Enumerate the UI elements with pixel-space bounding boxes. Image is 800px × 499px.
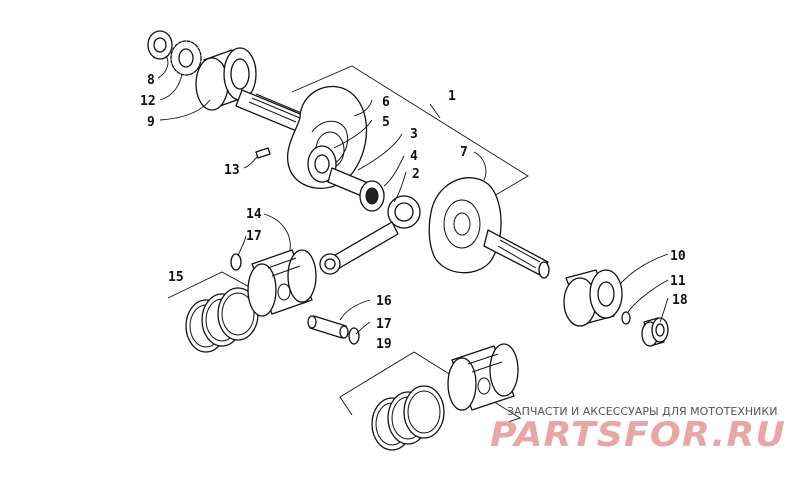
part-9-bearing bbox=[195, 47, 257, 111]
part-6-crank-web bbox=[286, 85, 368, 189]
part-13-pin bbox=[255, 147, 271, 159]
callout-8: 8 bbox=[147, 73, 155, 88]
part-19-piston-kit bbox=[371, 343, 519, 451]
callout-3: 3 bbox=[410, 127, 418, 142]
leader-lines bbox=[157, 55, 669, 335]
callout-4: 4 bbox=[410, 149, 418, 164]
callout-9: 9 bbox=[147, 115, 155, 130]
callout-1: 1 bbox=[448, 89, 456, 104]
part-4-connecting-rod bbox=[319, 195, 421, 275]
bracket-1 bbox=[291, 65, 529, 211]
callout-5: 5 bbox=[382, 115, 390, 130]
callout-2: 2 bbox=[412, 167, 420, 182]
part-8-bearing bbox=[147, 30, 173, 60]
part-10-bearing bbox=[563, 269, 623, 327]
part-5-washer bbox=[307, 145, 337, 183]
callout-17-bottom: 17 bbox=[376, 317, 392, 332]
callout-14: 14 bbox=[246, 207, 262, 222]
callout-6: 6 bbox=[382, 95, 390, 110]
callout-10: 10 bbox=[670, 249, 686, 264]
watermark-banner: ЗАПЧАСТИ И АКСЕССУАРЫ ДЛЯ МОТОТЕХНИКИ bbox=[507, 405, 777, 418]
callout-7: 7 bbox=[460, 145, 468, 160]
callout-13: 13 bbox=[224, 163, 240, 178]
part-17-circlip-top bbox=[230, 253, 242, 271]
part-7-crank-web-right bbox=[428, 177, 550, 279]
crankshaft-left-shaft bbox=[235, 89, 311, 135]
callout-17-top: 17 bbox=[246, 229, 262, 244]
part-14-piston bbox=[247, 249, 317, 317]
callout-18: 18 bbox=[672, 293, 688, 308]
bracket-1-tick bbox=[429, 103, 441, 119]
bracket-19 bbox=[339, 351, 522, 425]
part-17-circlip-bottom bbox=[348, 327, 360, 345]
callout-15: 15 bbox=[168, 270, 184, 285]
callout-11: 11 bbox=[670, 274, 686, 289]
callout-16: 16 bbox=[376, 294, 392, 309]
part-15-piston-rings bbox=[185, 287, 259, 353]
part-11-snap-ring bbox=[621, 311, 631, 325]
part-18-bushing bbox=[641, 317, 669, 347]
callout-12: 12 bbox=[140, 94, 156, 109]
part-12-gear bbox=[170, 40, 202, 76]
part-2-needle-bearing bbox=[359, 180, 385, 212]
callout-19: 19 bbox=[376, 337, 392, 352]
part-16-piston-pin bbox=[307, 315, 349, 339]
watermark-logo: PARTSFOR.RU bbox=[490, 415, 786, 455]
